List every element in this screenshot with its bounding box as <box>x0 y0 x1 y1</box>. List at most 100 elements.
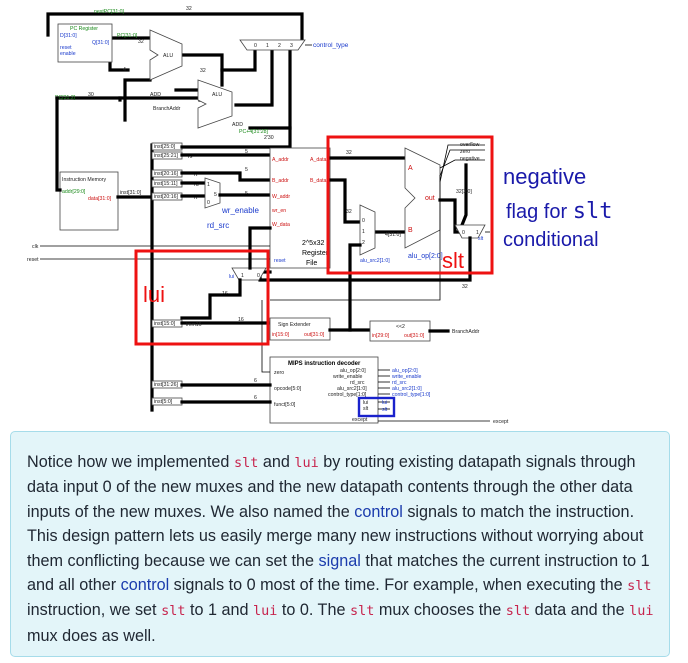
alu-src2-mux <box>359 204 376 256</box>
bus-width-a: 32 <box>346 150 352 156</box>
label-pc-bits: PC[31:0] <box>117 33 138 39</box>
label-n6b: 6 <box>254 395 257 401</box>
branch-adder-alu <box>197 79 233 129</box>
pc-register <box>57 23 113 63</box>
label-reset: reset <box>27 257 39 263</box>
note-text: mux does as well. <box>27 626 156 645</box>
label-n5a: 5 <box>245 149 248 155</box>
code-lui: lui <box>252 603 278 620</box>
code-slt: slt <box>161 603 186 620</box>
alu-port-a: A <box>408 165 413 172</box>
port-a-addr: A_addr <box>272 157 289 163</box>
label-2-30: 2'30 <box>264 135 274 141</box>
label-clk: clk <box>32 244 39 250</box>
label-n30: 30 <box>88 92 94 98</box>
note-text: and <box>258 453 295 471</box>
label-inst-5-0: inst[5:0] <box>154 399 173 405</box>
label-control-type: control_type <box>313 42 349 49</box>
label-pc-d: D[31:0] <box>60 33 77 39</box>
mux3-3: 3 <box>290 43 293 49</box>
callout-flag-for-text: flag for <box>506 201 573 223</box>
label-negative: negative <box>460 156 480 162</box>
label-lui-small: lui <box>229 274 234 280</box>
callout-negative: negative <box>503 164 586 189</box>
label-pc-slice: PC[31:2] <box>55 95 76 101</box>
label-sh-out: out[31:0] <box>404 333 425 339</box>
dec-rd-src: rd_src <box>350 380 365 386</box>
label-alu-1: ALU <box>163 53 173 59</box>
note-text: to 0. The <box>277 601 350 620</box>
label-inst-15-0: inst[15:0] <box>154 321 176 327</box>
label-alu-2: ALU <box>212 92 222 98</box>
rdmux-0: 0 <box>207 200 210 206</box>
callout-conditional: conditional <box>503 229 599 251</box>
regfile-l1: 2^5x32 <box>302 240 324 247</box>
label-sh-in: in[29:0] <box>372 333 390 339</box>
regfile-reset: reset <box>274 258 286 264</box>
label-n16: 16 <box>238 317 244 323</box>
note-text: instruction, we set <box>27 601 162 620</box>
note-text: signals to match the instruction. This d… <box>27 502 644 570</box>
bus-width-b: 32 <box>346 209 352 215</box>
port-b-addr: B_addr <box>272 178 289 184</box>
sltmux-0: 0 <box>462 230 465 236</box>
alu-port-b: B <box>408 227 413 234</box>
keyword-signal: signal <box>318 551 361 570</box>
port-w-addr: W_addr <box>272 194 290 200</box>
port-b-data: B_data <box>310 178 327 184</box>
keyword-control: control <box>354 502 403 521</box>
label-sign-extender: Sign Extender <box>278 322 311 328</box>
inst-slices <box>151 142 183 406</box>
alumux-0: 0 <box>362 218 365 224</box>
bus-width-top: 32 <box>186 6 192 12</box>
decoder-lui-slt-highlight <box>357 396 396 418</box>
sltmux-1: 1 <box>476 230 479 236</box>
keyword-control: control <box>120 576 170 595</box>
label-zero: zero <box>460 149 470 155</box>
out-alu-src2: alu_src2[1:0] <box>392 386 422 392</box>
code-lui: lui <box>629 603 654 620</box>
label-inst-25-21: inst[25:21] <box>154 153 178 159</box>
label-wr-enable: wr_enable <box>221 206 259 215</box>
label-n4: 4 <box>123 67 126 73</box>
label-pc-register: PC Register <box>70 26 98 32</box>
dec-control-type: control_type[1:0] <box>328 392 367 398</box>
label-slice4: 4[31:0] <box>385 232 401 238</box>
label-im-addr: addr[29:0] <box>62 189 86 195</box>
lui-mux <box>231 267 267 281</box>
regfile-l2: Register <box>302 250 329 257</box>
code-slt: slt <box>233 455 259 471</box>
label-inst-15-11: inst[15:11] <box>154 181 178 187</box>
label-n32a: 32 <box>138 39 144 45</box>
label-pc-q: Q[31:0] <box>92 40 110 46</box>
out-write-enable: write_enable <box>392 374 422 380</box>
mux3-2: 2 <box>278 43 281 49</box>
label-se-out: out[31:0] <box>304 332 325 338</box>
note-text: that matches the current instruction to … <box>27 551 650 595</box>
mips-datapath-diagram: nextPC[31:0] 32 PC Register D[31:0] Q[31… <box>27 6 612 425</box>
label-nextpc: nextPC[31:0] <box>94 9 125 15</box>
label-n6a: 6 <box>254 378 257 384</box>
label-branch-addr2: BranchAddr <box>452 329 480 335</box>
label-pc-enable: enable <box>60 51 76 57</box>
label-branch-addr: BranchAddr <box>153 106 181 112</box>
label-n32b: 32 <box>200 68 206 74</box>
rdmux-5: 5 <box>214 192 217 198</box>
dec-zero: zero <box>274 370 284 376</box>
label-imm16: imm16 <box>186 322 202 328</box>
explanation-note: Notice how we implemented slt and lui by… <box>10 431 670 657</box>
instruction-memory <box>59 171 119 231</box>
label-im-data: data[31:0] <box>88 196 112 202</box>
out-lui: lui <box>382 400 387 406</box>
alu-port-out: out <box>425 195 435 202</box>
dec-alu-src2: alu_src2[1:0] <box>337 386 367 392</box>
label-shl2: <<2 <box>396 324 405 330</box>
port-a-data: A_data <box>310 157 327 163</box>
rd-src-mux <box>204 177 221 209</box>
code-slt: slt <box>505 603 531 620</box>
label-se-in: in[15:0] <box>272 332 290 338</box>
pc-adder-alu <box>149 29 183 81</box>
label-slice3: 32[3:0] <box>456 189 472 195</box>
out-control-type: control_type[1:0] <box>392 392 431 398</box>
luimux-0: 0 <box>257 273 260 279</box>
